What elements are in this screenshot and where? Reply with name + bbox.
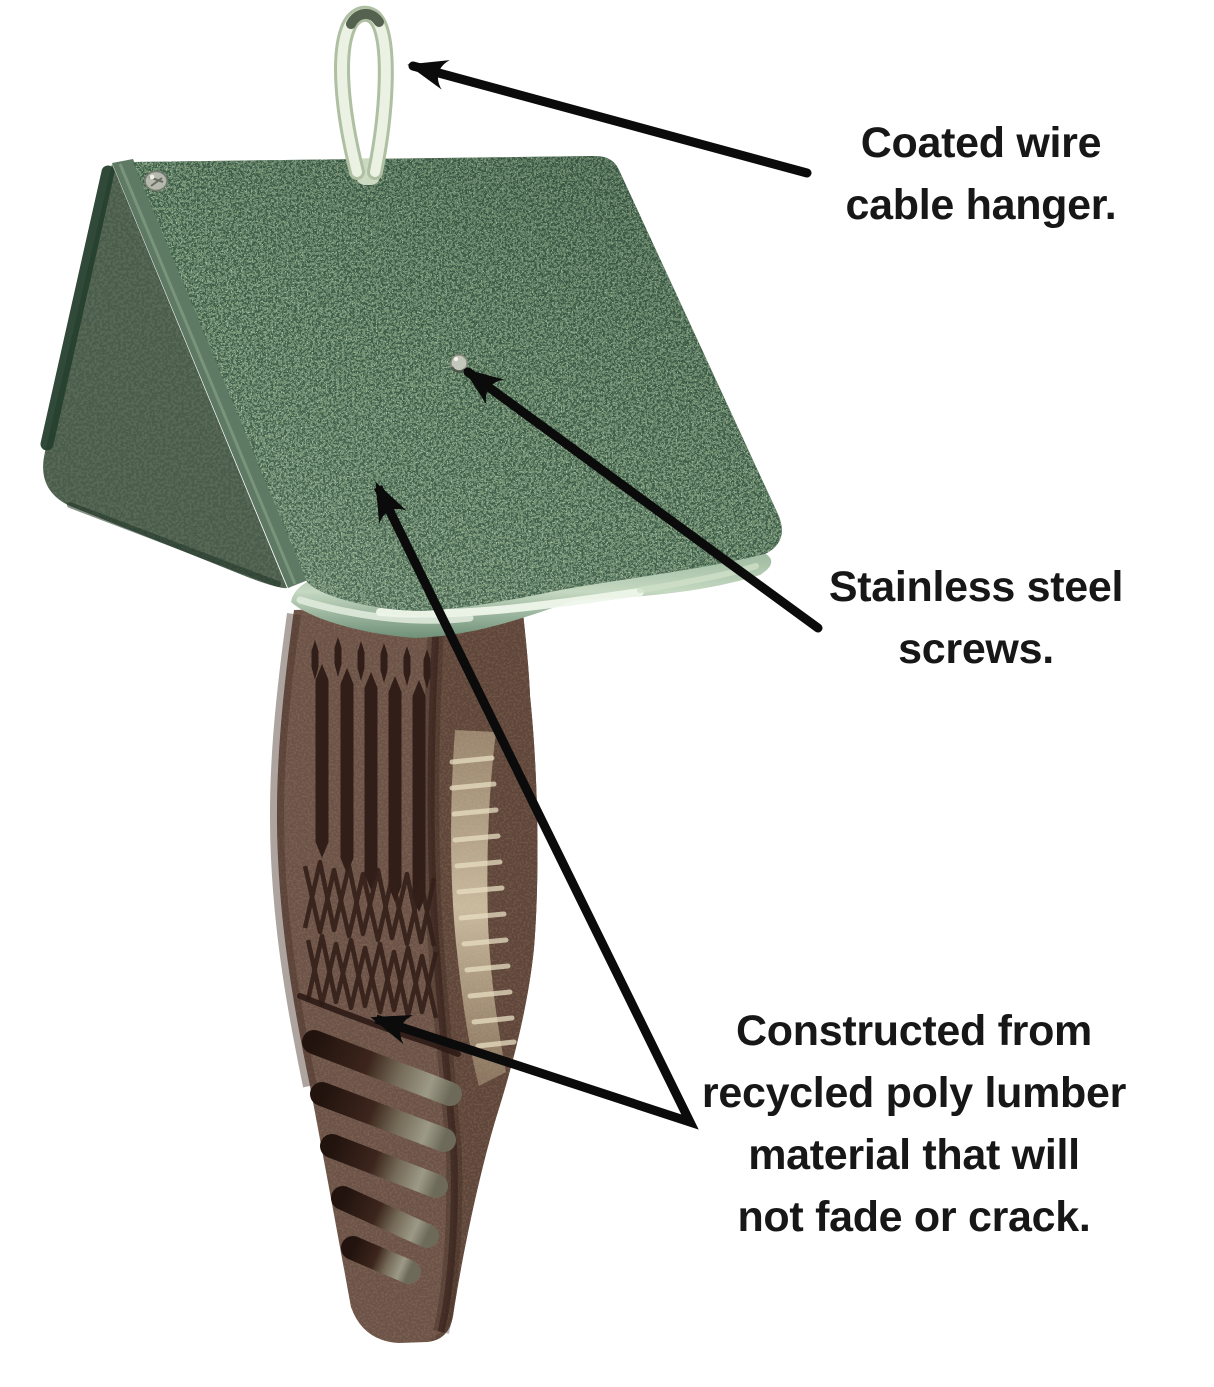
body-side-ridge-marks [449, 755, 517, 1049]
feeder-body [269, 604, 538, 1343]
caption-line: not fade or crack. [737, 1193, 1091, 1241]
caption-line: screws. [898, 625, 1054, 673]
roof [40, 156, 782, 638]
roof-edge-highlight-streak3 [637, 563, 759, 593]
hanger-loop [334, 5, 394, 185]
caption-line: Coated wire [860, 119, 1102, 167]
roof-ridge-highlight [118, 163, 297, 585]
caption-poly-lumber: Constructed from recycled poly lumber ma… [659, 1000, 1169, 1248]
arrow-to-hanger [407, 60, 812, 178]
body-vent-slots [302, 1030, 462, 1284]
roof-shading [133, 156, 782, 611]
annotation-arrows [370, 60, 823, 1130]
caption-line: material that will [748, 1131, 1080, 1179]
caption-stainless-screws: Stainless steel screws. [776, 556, 1176, 680]
body-left-shading [269, 613, 317, 1088]
hanger-cable-tip [346, 9, 384, 29]
caption-coated-wire-hanger: Coated wire cable hanger. [791, 112, 1171, 236]
caption-line: recycled poly lumber [701, 1069, 1127, 1117]
roof-gable-texture [43, 164, 288, 589]
ridge-screw [144, 170, 168, 192]
arrows-to-roof-and-body [370, 481, 699, 1130]
center-screw [450, 354, 468, 373]
caption-line: cable hanger. [845, 181, 1117, 229]
roof-gable-bottom-shadow [67, 502, 281, 587]
arrow-to-screw [463, 367, 823, 633]
body-side-highlight [451, 730, 506, 1086]
caption-line: Stainless steel [828, 563, 1124, 611]
roof-far-panel-edge [40, 165, 115, 451]
body-corner-ridge-core [427, 627, 458, 1333]
caption-line: Constructed from [736, 1007, 1092, 1055]
